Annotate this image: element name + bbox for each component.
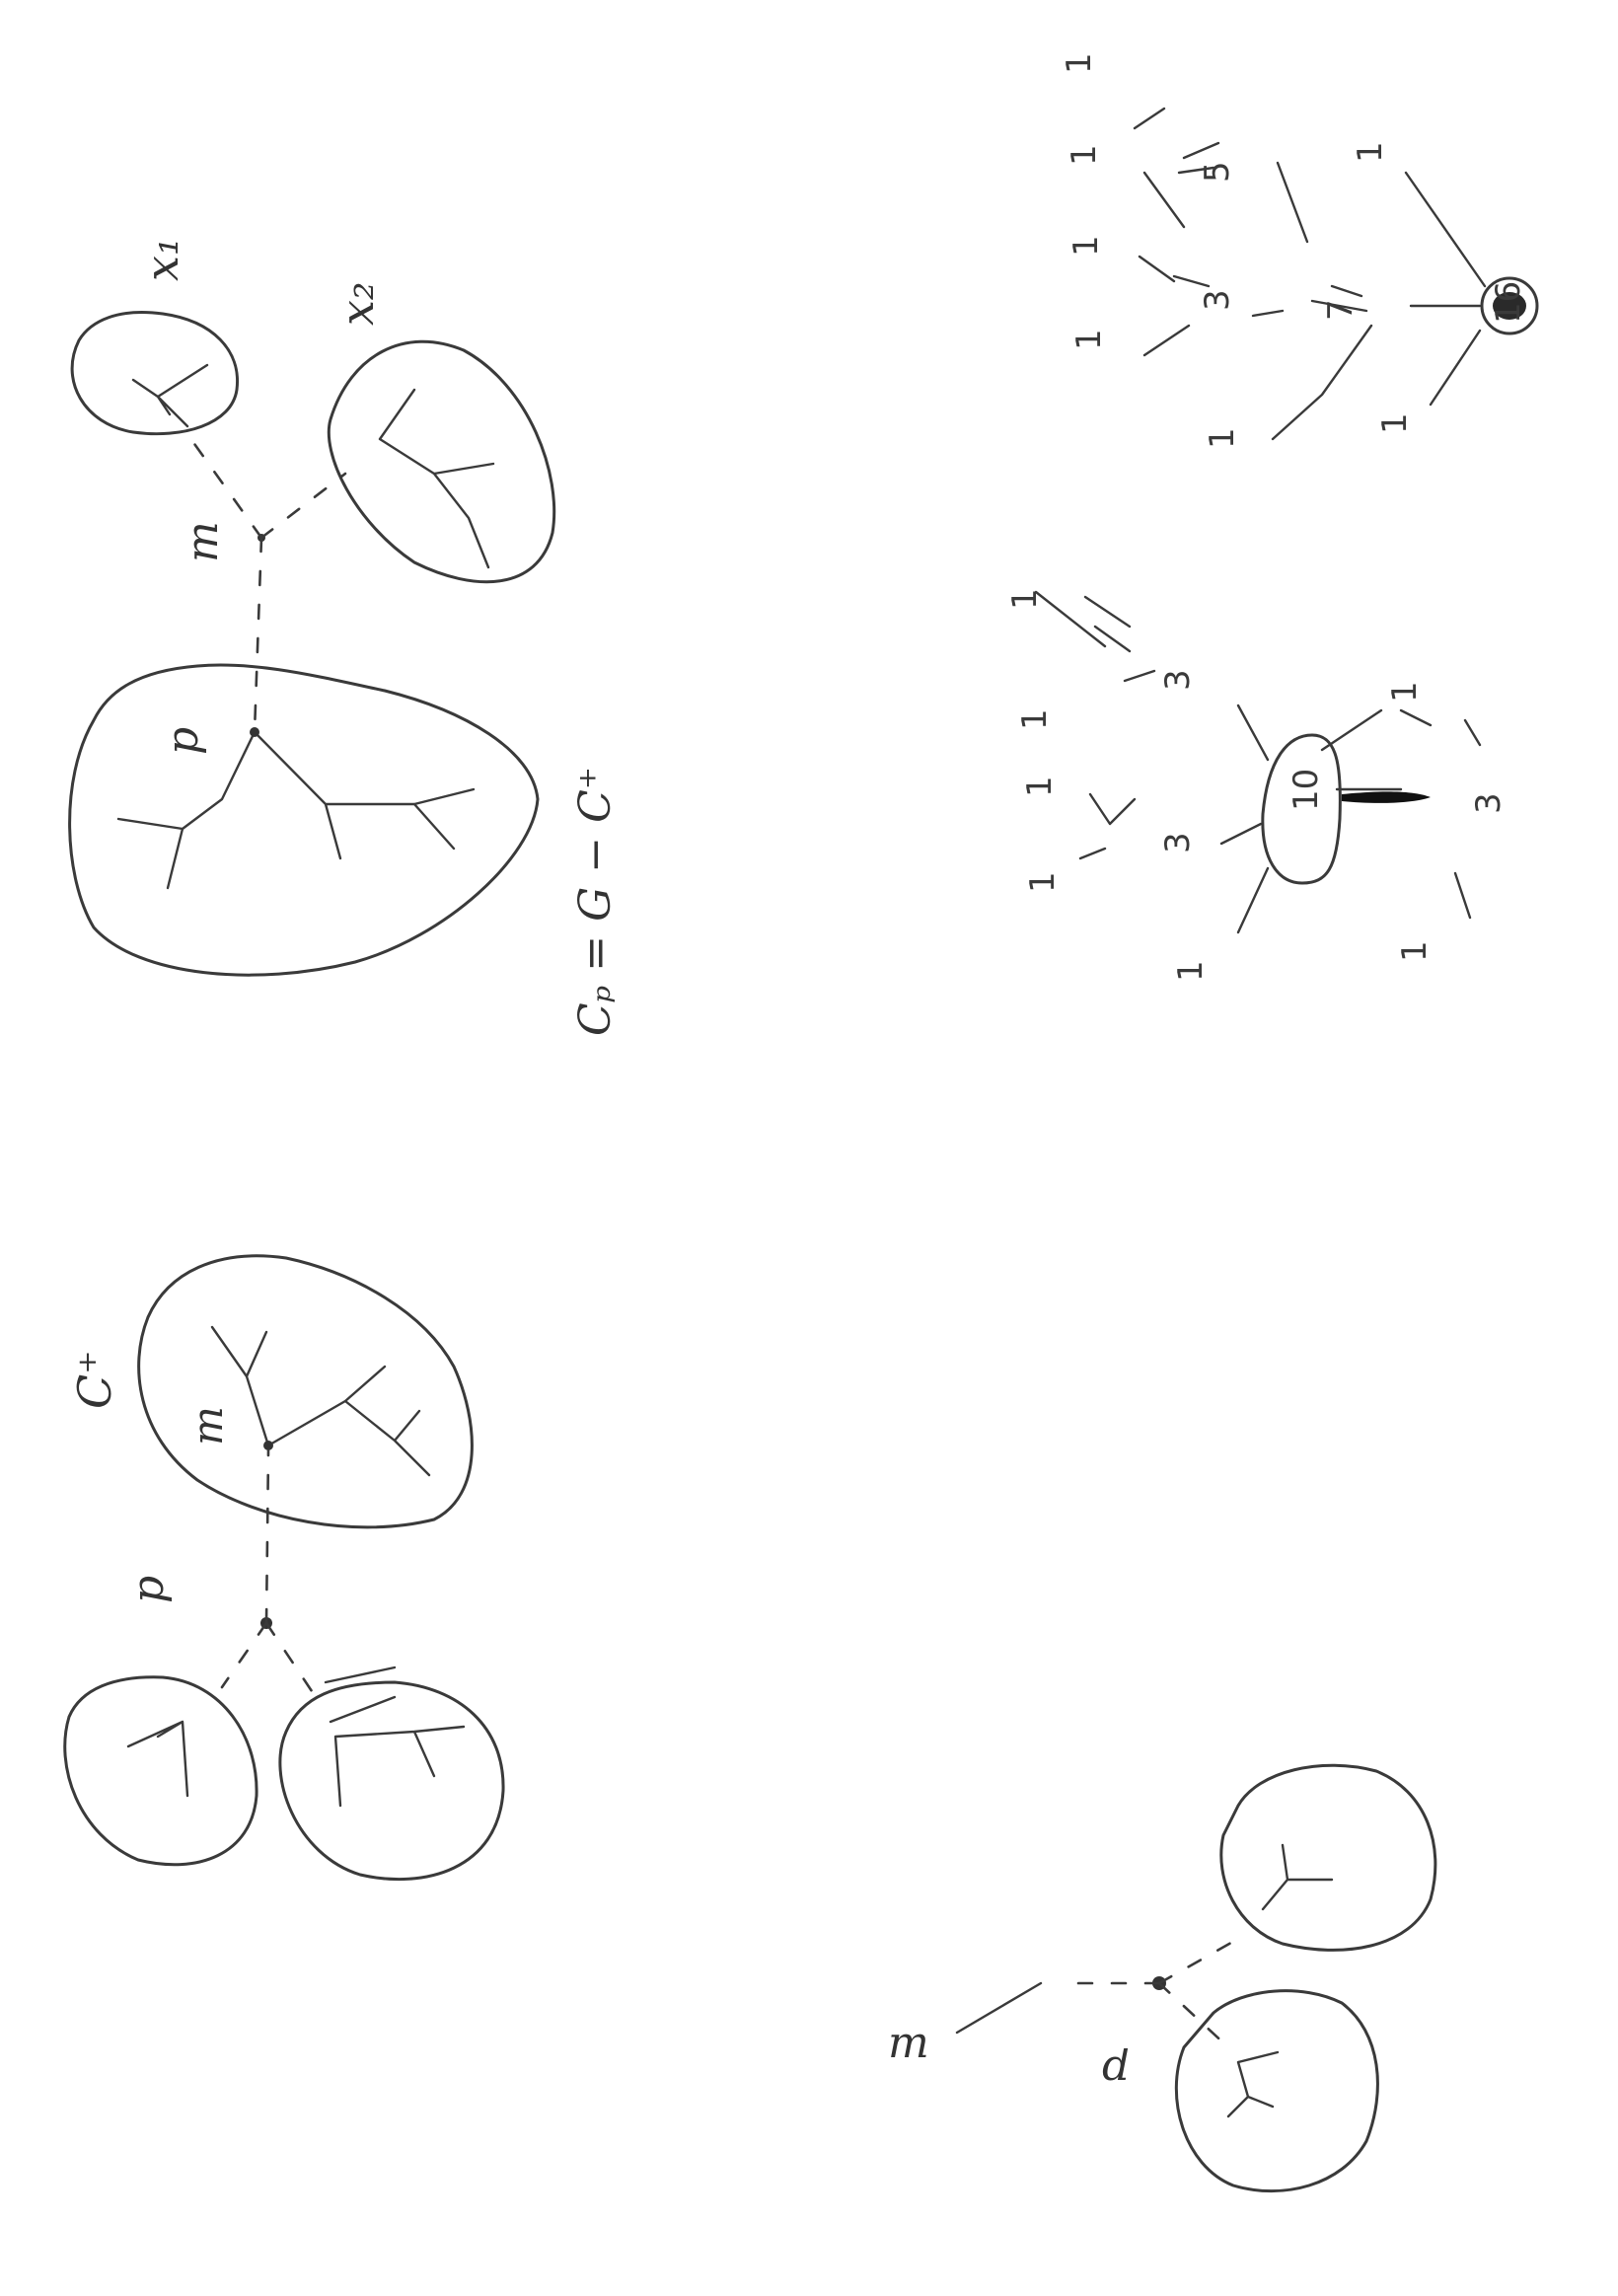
sub-value-2: 3: [1158, 832, 1198, 853]
leaf-6: 1: [1351, 141, 1390, 163]
tree-lower: [1226, 2050, 1280, 2118]
root-value-scribble: [1493, 292, 1526, 320]
tree-left: [126, 1720, 189, 1798]
link-p-lower: [1157, 1981, 1230, 2049]
label-p: p: [158, 727, 208, 755]
diagram-bottom-right: m p: [888, 1763, 1437, 2193]
link-p-right: [264, 1621, 318, 1699]
component-x2: [327, 339, 556, 584]
root-oval-10: [1261, 733, 1342, 885]
edges-leaves: [1133, 107, 1220, 357]
link-p-left: [220, 1621, 268, 1689]
tree-c-plus: [210, 1325, 431, 1477]
leaf-7: 1: [1375, 412, 1415, 434]
leaf-5: 1: [1203, 427, 1242, 449]
component-right: [278, 1680, 505, 1882]
diagram-bottom-left: C⁺ m p: [63, 1254, 505, 1882]
link-p-upper: [1157, 1937, 1240, 1985]
edges-leaves: [1034, 590, 1482, 920]
link-m-x2: [259, 472, 347, 540]
leaf-1: 1: [1060, 52, 1099, 74]
tree-p: [116, 730, 476, 890]
leaf-2: 1: [1015, 708, 1055, 730]
component-c-plus: [137, 1254, 474, 1529]
component-p: [68, 663, 540, 977]
leaf-2: 1: [1065, 144, 1104, 166]
leaf-4: 1: [1069, 329, 1109, 350]
leaf-3: 1: [1066, 235, 1106, 257]
label-p: p: [1102, 2046, 1130, 2097]
sub-value-5: 5: [1198, 161, 1237, 183]
tree-x1: [131, 363, 209, 428]
component-upper: [1219, 1763, 1437, 1952]
node-p: [250, 727, 259, 737]
label-p: p: [123, 1576, 174, 1603]
component-left: [63, 1675, 258, 1867]
leaf-4: 1: [1023, 871, 1063, 893]
label-m: m: [184, 1406, 232, 1445]
diagram-top-left: x₁ x₂ m p Cₚ = G − C⁺: [68, 238, 621, 1036]
leaf-5: 1: [1171, 960, 1211, 982]
leaf-1: 1: [1005, 588, 1045, 610]
tree-upper: [1261, 1843, 1334, 1911]
component-x1: [70, 311, 240, 436]
label-c-plus: C⁺: [68, 1351, 121, 1409]
leaf-6: 1: [1385, 681, 1425, 703]
label-formula: Cₚ = G − C⁺: [570, 767, 621, 1036]
link-m-p: [253, 536, 263, 734]
tree-right: [324, 1666, 466, 1808]
root-value: 16: [1489, 281, 1528, 324]
label-m: m: [178, 521, 228, 562]
tree-x2: [378, 388, 495, 569]
leaf-7: 1: [1395, 940, 1434, 962]
pointer-mark: [1342, 791, 1431, 803]
link-m-x1: [185, 432, 263, 540]
node-m: [263, 1441, 273, 1450]
edges-root: [1251, 161, 1487, 441]
label-m: m: [888, 2018, 929, 2068]
edges-center: [1219, 704, 1403, 934]
sub-value-1: 3: [1158, 669, 1198, 691]
root-circle-16: [1480, 276, 1539, 335]
sub-value-3: 3: [1198, 289, 1237, 311]
diagram-top-right: 16 7 3 5 1 1 1 1 1 1 1: [1060, 52, 1539, 449]
label-x1: x₁: [135, 238, 188, 281]
link-p-m: [264, 1448, 270, 1625]
leaf-3: 1: [1020, 776, 1060, 797]
root-value: 10: [1287, 769, 1326, 811]
sub-value-7: 7: [1321, 299, 1361, 321]
sub-value-3: 3: [1469, 792, 1508, 814]
label-x2: x₂: [331, 282, 384, 326]
tail-m: [955, 1981, 1043, 2035]
component-lower: [1174, 1989, 1379, 2193]
diagram-middle-right: 10 3 3 3 1 1 1 1 1 1 1: [1005, 588, 1508, 982]
